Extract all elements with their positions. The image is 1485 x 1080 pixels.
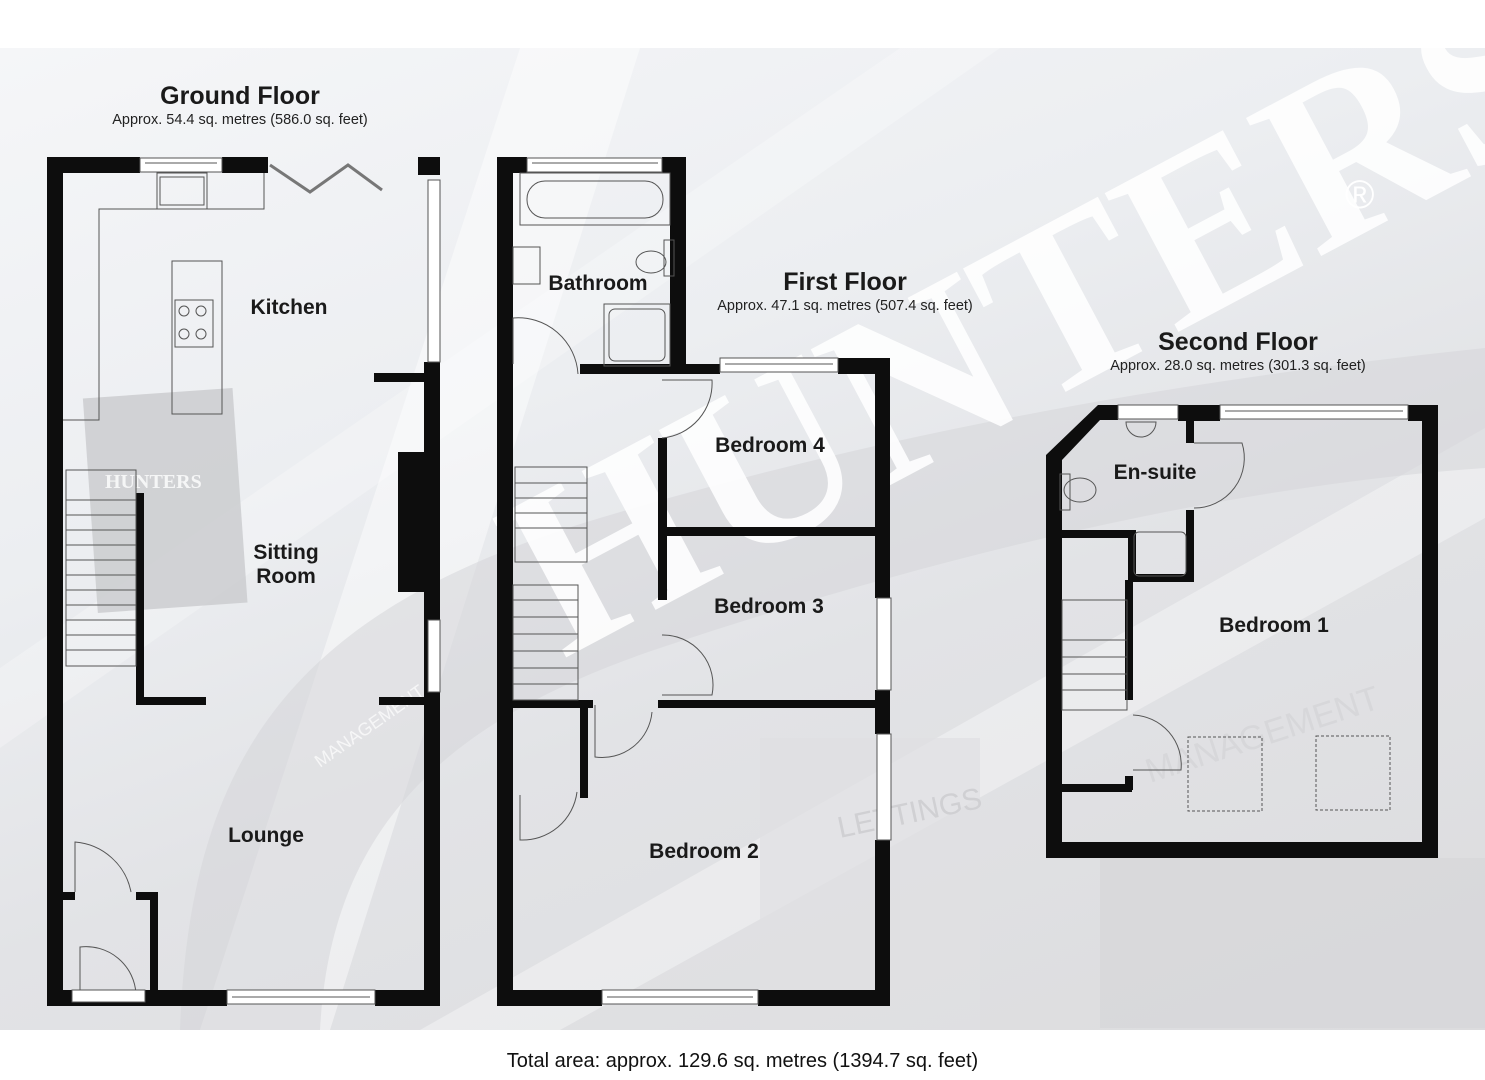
second-floor-area: Approx. 28.0 sq. metres (301.3 sq. feet) [1110,358,1366,374]
room-label-bedroom-4: Bedroom 4 [715,434,825,457]
first-floor-area: Approx. 47.1 sq. metres (507.4 sq. feet) [717,298,973,314]
svg-text:®: ® [1345,173,1374,217]
room-label-en-suite: En-suite [1113,461,1197,484]
room-label-bathroom: Bathroom [548,272,648,295]
walls [47,157,1438,1006]
room-label-kitchen: Kitchen [250,296,328,319]
room-label-bedroom-2: Bedroom 2 [649,840,759,863]
second-floor-title: Second Floor [1158,328,1318,356]
room-label-sitting-room: Sitting Room [226,541,346,589]
first-floor-title: First Floor [783,268,907,296]
ground-floor-area: Approx. 54.4 sq. metres (586.0 sq. feet) [112,112,368,128]
total-area: Total area: approx. 129.6 sq. metres (13… [506,1050,979,1072]
room-label-lounge: Lounge [228,824,304,847]
sitting-room-line2: Room [256,565,316,588]
sitting-room-line1: Sitting [253,541,319,564]
fixtures [63,157,1409,1005]
room-label-bedroom-3: Bedroom 3 [714,595,824,618]
ground-floor-title: Ground Floor [160,82,320,110]
room-label-bedroom-1: Bedroom 1 [1219,614,1329,637]
svg-text:HUNTERS: HUNTERS [105,471,202,493]
